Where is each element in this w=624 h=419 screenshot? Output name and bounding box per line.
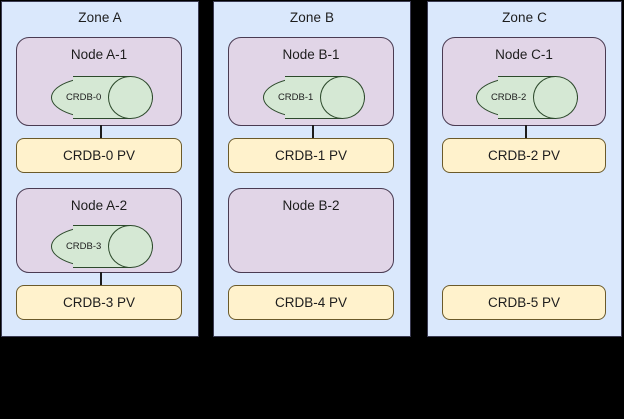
node-a-2-title: Node A-2	[70, 198, 128, 213]
pv-crdb-2-label: CRDB-2 PV	[487, 147, 560, 163]
pv-crdb-4[interactable]: CRDB-4 PV	[228, 285, 394, 320]
pv-crdb-3[interactable]: CRDB-3 PV	[16, 285, 182, 320]
database-cylinder-crdb-2[interactable]: CRDB-2	[476, 76, 578, 119]
node-a-1-title: Node A-1	[70, 47, 128, 62]
node-b-1-title: Node B-1	[282, 47, 340, 62]
node-b-2-title: Node B-2	[282, 198, 340, 213]
connector-node-a-1-to-pv	[100, 125, 102, 139]
connector-node-a-2-to-pv	[100, 272, 102, 286]
zone-a: Zone A Node A-1 CRDB-0 CRDB-0 PV Node A-…	[1, 1, 199, 337]
zone-c: Zone C Node C-1 CRDB-2 CRDB-2 PV CRDB-5 …	[427, 1, 622, 337]
connector-node-c-1-to-pv	[525, 125, 527, 139]
pv-crdb-1[interactable]: CRDB-1 PV	[228, 138, 394, 173]
database-label-crdb-1: CRDB-1	[277, 91, 314, 103]
database-cylinder-crdb-0[interactable]: CRDB-0	[51, 76, 153, 119]
pv-crdb-1-label: CRDB-1 PV	[274, 147, 347, 163]
pv-crdb-2[interactable]: CRDB-2 PV	[442, 138, 606, 173]
zone-b-title: Zone B	[289, 10, 335, 25]
database-cylinder-crdb-1[interactable]: CRDB-1	[263, 76, 365, 119]
database-label-crdb-3: CRDB-3	[65, 240, 102, 252]
node-c-1[interactable]: Node C-1 CRDB-2	[442, 37, 606, 126]
cylinder-end-cap	[108, 225, 153, 268]
connector-node-b-1-to-pv	[312, 125, 314, 139]
node-a-2[interactable]: Node A-2 CRDB-3	[16, 188, 182, 273]
node-c-1-title: Node C-1	[495, 47, 553, 62]
zone-a-title: Zone A	[78, 10, 122, 25]
pv-crdb-0-label: CRDB-0 PV	[62, 147, 135, 163]
pv-crdb-0[interactable]: CRDB-0 PV	[16, 138, 182, 173]
pv-crdb-4-label: CRDB-4 PV	[274, 294, 347, 310]
pv-crdb-5-label: CRDB-5 PV	[487, 294, 560, 310]
pv-crdb-3-label: CRDB-3 PV	[62, 294, 135, 310]
node-b-2[interactable]: Node B-2	[228, 188, 394, 273]
zone-b: Zone B Node B-1 CRDB-1 CRDB-1 PV Node B-…	[213, 1, 411, 337]
database-label-crdb-0: CRDB-0	[65, 91, 102, 103]
cylinder-end-cap	[533, 76, 578, 119]
node-b-1[interactable]: Node B-1 CRDB-1	[228, 37, 394, 126]
database-cylinder-crdb-3[interactable]: CRDB-3	[51, 225, 153, 268]
pv-crdb-5[interactable]: CRDB-5 PV	[442, 285, 606, 320]
zone-c-title: Zone C	[502, 10, 547, 25]
cylinder-end-cap	[108, 76, 153, 119]
database-label-crdb-2: CRDB-2	[490, 91, 527, 103]
node-a-1[interactable]: Node A-1 CRDB-0	[16, 37, 182, 126]
cylinder-end-cap	[320, 76, 365, 119]
